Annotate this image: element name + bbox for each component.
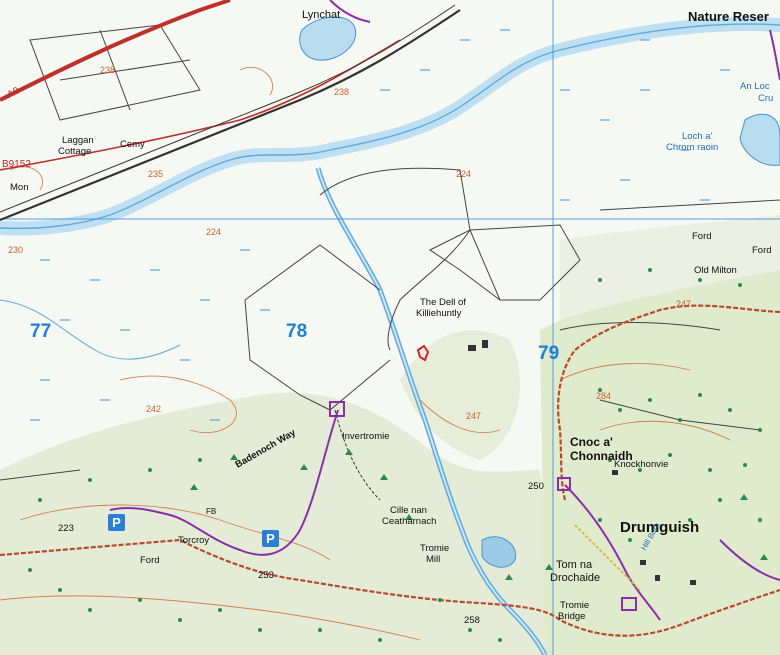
loch-lynchat — [299, 16, 357, 61]
water-features — [0, 16, 780, 655]
label-lynchat: Lynchat — [302, 9, 341, 21]
spot-height-247-east: 247 — [676, 299, 692, 309]
spot-height-247: 247 — [466, 411, 482, 421]
label-torcroy: Torcroy — [178, 535, 210, 546]
marsh-symbols — [30, 29, 730, 421]
label-loch-chrom-2: Chrom raoin — [666, 142, 719, 153]
woodland-northeast — [560, 215, 780, 320]
parking-icon-west[interactable]: P — [108, 514, 125, 531]
label-mon: Mon — [10, 182, 29, 193]
spot-height-253: 253 — [258, 570, 274, 581]
label-tromie-mill-1: Tromie — [420, 543, 450, 554]
spot-height-250: 250 — [528, 481, 544, 492]
label-tom-1: Tom na — [556, 559, 593, 571]
buildings — [329, 340, 696, 611]
label-drumguish: Drumguish — [620, 519, 700, 536]
label-road-b9152: B9152 — [2, 159, 31, 170]
road-a9 — [0, 0, 231, 102]
spot-height-238-east: 238 — [334, 87, 350, 97]
label-loch-chrom-1: Loch a' — [682, 131, 713, 142]
railway — [0, 4, 461, 222]
loch-chrom-raoin — [739, 113, 780, 166]
spot-height-242: 242 — [146, 404, 162, 414]
grid-number-77: 77 — [30, 321, 52, 342]
woodland-areas — [0, 215, 780, 655]
grid-number-79: 79 — [538, 343, 560, 364]
label-laggan-1: Laggan — [62, 135, 94, 146]
river-spey-bank — [0, 23, 780, 230]
spot-height-235: 235 — [148, 169, 164, 179]
label-cnoc-2: Chonnaidh — [570, 449, 633, 463]
spot-height-230: 230 — [8, 245, 24, 255]
trail-drumguish — [564, 484, 661, 621]
tree-symbols — [28, 268, 768, 642]
label-ford-ne: Ford — [692, 231, 712, 242]
label-cemy: Cemy — [120, 139, 145, 150]
label-ford-sw: Ford — [140, 555, 160, 566]
label-laggan-2: Cottage — [58, 146, 92, 157]
spot-height-284: 284 — [596, 391, 612, 401]
label-nature-reserve: Nature Reser — [688, 9, 769, 24]
river-tromie-inner — [317, 167, 546, 655]
label-cille-2: Ceatharnach — [382, 516, 437, 527]
label-tom-2: Drochaide — [550, 572, 601, 584]
parking-icon-torcroy[interactable]: P — [262, 530, 279, 547]
contour-lines — [0, 66, 731, 641]
label-dell-2: Killiehuntly — [416, 308, 462, 319]
trail-east — [719, 539, 780, 581]
label-dell-1: The Dell of — [420, 297, 466, 308]
label-invertromie: Invertromie — [342, 431, 390, 442]
trail-hill-burn — [574, 524, 641, 591]
trail-lynchat — [329, 0, 371, 23]
label-fb: FB — [206, 507, 217, 516]
woodland-south — [0, 392, 560, 655]
spot-height-238-west: 238 — [100, 65, 116, 75]
label-ford-far-east: Ford — [752, 245, 772, 256]
trails — [109, 0, 780, 621]
spot-height-258: 258 — [464, 615, 480, 626]
pond-tromie — [481, 536, 517, 568]
spot-height-224-west: 224 — [206, 227, 222, 237]
label-an-loch: An Loc — [740, 81, 770, 92]
woodland-east — [540, 262, 780, 655]
road-south — [0, 538, 780, 637]
trail-badenoch-way — [109, 409, 339, 556]
label-cille-1: Cille nan — [390, 505, 427, 516]
label-old-milton: Old Milton — [694, 265, 737, 276]
grid-number-78: 78 — [286, 321, 308, 342]
label-tromie-mill-2: Mill — [426, 554, 441, 565]
trail-loch — [769, 29, 780, 81]
label-tromie-bridge-1: Tromie — [560, 600, 590, 611]
road-east — [557, 304, 780, 501]
marker-icon — [416, 344, 430, 362]
label-cnoc-1: Cnoc a' — [570, 435, 613, 449]
track-invertromie — [334, 409, 381, 501]
label-knockhonvie: Knockhonvie — [614, 459, 669, 470]
label-tromie-bridge-2: Bridge — [558, 611, 586, 622]
stream-west — [0, 299, 181, 360]
spot-height-223: 223 — [58, 523, 74, 534]
spot-height-224-north: 224 — [456, 169, 472, 179]
label-an-loch-2: Cru — [758, 93, 774, 104]
